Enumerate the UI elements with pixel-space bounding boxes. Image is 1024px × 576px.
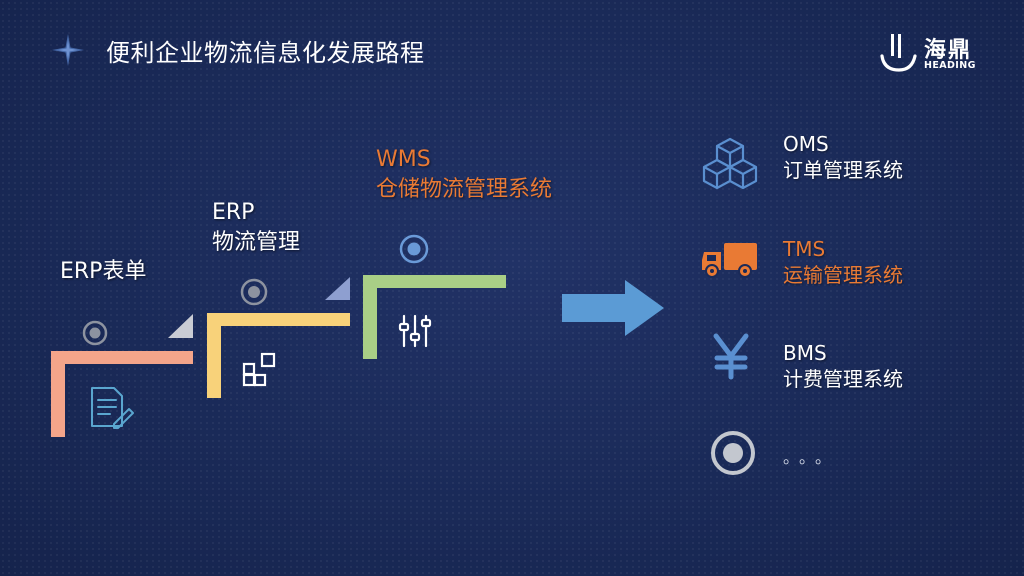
step-3-line-1: WMS [376, 147, 431, 172]
step-2-corner [325, 277, 350, 300]
step-3-line-2: 仓储物流管理系统 [376, 177, 553, 202]
step-3-bracket [363, 275, 506, 359]
step-2-label: ERP 物流管理 [212, 198, 300, 258]
system-oms-code: OMS [783, 132, 829, 156]
more-target-icon [711, 431, 755, 475]
step-1-bracket [51, 351, 193, 437]
step-1-label: ERP表单 [60, 257, 146, 287]
step-1-target-icon [82, 320, 108, 346]
document-edit-icon [91, 387, 134, 429]
step-1-line-1: ERP表单 [60, 259, 147, 284]
step-2-bracket [207, 313, 350, 398]
flow-arrow [562, 280, 664, 336]
heading-logo-icon [880, 34, 917, 72]
system-oms: OMS 订单管理系统 [783, 131, 903, 183]
sliders-icon [398, 314, 432, 348]
system-bms-name: 计费管理系统 [783, 367, 903, 391]
logo-cn-text: 海鼎 [924, 38, 973, 63]
sparkle-icon [52, 34, 84, 66]
boxes-icon [702, 137, 758, 190]
logo-en-text: HEADING [924, 60, 976, 71]
system-tms-name: 运输管理系统 [783, 263, 903, 287]
step-2-line-1: ERP [212, 200, 255, 225]
yen-icon [713, 333, 749, 380]
step-1-corner [168, 314, 193, 338]
system-bms: BMS 计费管理系统 [783, 340, 903, 392]
more-ellipsis: 。。。 [783, 448, 840, 467]
step-3-label: WMS 仓储物流管理系统 [376, 145, 552, 205]
system-tms-code: TMS [783, 237, 826, 261]
system-bms-code: BMS [783, 341, 827, 365]
step-2-target-icon [240, 278, 268, 306]
app-grid-icon [242, 352, 276, 387]
system-tms: TMS 运输管理系统 [783, 236, 903, 288]
step-2-line-2: 物流管理 [212, 230, 301, 255]
step-3-target-icon [399, 234, 429, 264]
page-title: 便利企业物流信息化发展路程 [106, 39, 425, 67]
system-oms-name: 订单管理系统 [783, 158, 903, 182]
truck-icon [702, 243, 757, 278]
